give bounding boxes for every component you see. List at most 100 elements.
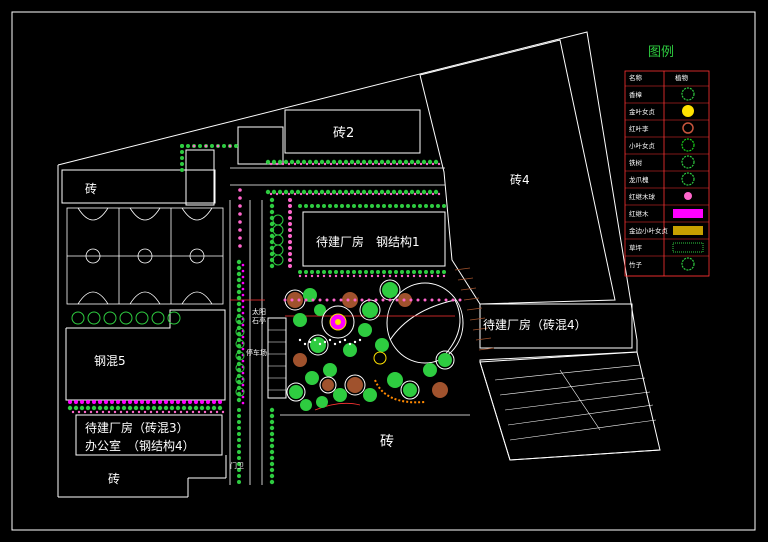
shrub-icon (216, 144, 220, 148)
shrub-icon (206, 400, 210, 404)
label-zhuan2: 砖2 (333, 126, 354, 141)
shrub-icon (332, 298, 336, 302)
ramp-stripes (454, 267, 495, 351)
shrub-icon (343, 343, 357, 357)
shrub-icon (295, 159, 301, 165)
shrub-icon (415, 189, 421, 195)
shrub-icon (401, 162, 405, 166)
shrub-icon (236, 277, 242, 283)
shrub-icon (431, 192, 435, 196)
shrub-icon (236, 397, 242, 403)
shrub-icon (409, 298, 413, 302)
shrub-icon (289, 189, 295, 195)
shrub-icon (389, 162, 393, 166)
shrub-icon (269, 467, 275, 473)
shrub-icon (271, 159, 277, 165)
shrub-icon (237, 426, 241, 430)
shrub-icon (203, 410, 207, 414)
shrub-icon (179, 410, 183, 414)
tree-icon (235, 363, 245, 373)
shrub-icon (364, 274, 368, 278)
shrub-icon (458, 298, 462, 302)
shrub-icon (95, 410, 99, 414)
shrub-icon (305, 192, 309, 196)
shrub-icon (236, 301, 242, 307)
shrub-icon (304, 270, 308, 274)
shrub-icon (328, 338, 332, 342)
shrub-icon (310, 337, 326, 353)
shrub-icon (355, 159, 361, 165)
gold-bar-icon (673, 226, 703, 235)
shrub-icon (283, 159, 289, 165)
shrub-icon (400, 204, 404, 208)
shrub-icon (241, 299, 245, 303)
shrub-icon (407, 192, 411, 196)
shrub-icon (161, 410, 165, 414)
shrub-icon (303, 288, 317, 302)
shrub-icon (342, 292, 358, 308)
shrub-icon (288, 264, 292, 268)
shrub-icon (388, 270, 392, 274)
shrub-icon (334, 274, 338, 278)
shrub-icon (317, 192, 321, 196)
shrub-icon (241, 263, 245, 267)
shrub-icon (192, 144, 196, 148)
drawing-frame (11, 11, 756, 531)
shrub-icon (269, 407, 275, 413)
shrub-icon (298, 270, 302, 274)
shrub-icon (180, 156, 184, 160)
shrub-icon (333, 388, 347, 402)
shrub-icon (301, 159, 307, 165)
tree-icon (235, 387, 245, 397)
shrub-icon (430, 298, 434, 302)
shrub-icon (68, 400, 72, 404)
shrub-icon (300, 399, 312, 411)
tree-icon (235, 315, 245, 325)
shrub-icon (310, 204, 314, 208)
pink-ball-icon (684, 192, 692, 200)
legend-item-label: 草坪 (629, 243, 643, 252)
shrub-icon (103, 405, 109, 411)
shrub-icon (269, 413, 275, 419)
shrub-icon (277, 159, 283, 165)
label-daijian-zhuanhun4: 待建厂房（砖混4） (483, 317, 587, 332)
shrub-icon (304, 274, 308, 278)
shrub-icon (303, 342, 307, 346)
shrub-icon (346, 270, 350, 274)
shrub-icon (212, 400, 216, 404)
shrub-icon (238, 236, 242, 240)
shrub-icon (269, 203, 275, 209)
shrub-icon (97, 405, 103, 411)
shrub-icon (293, 353, 307, 367)
shrub-icon (163, 405, 169, 411)
shrub-icon (167, 410, 171, 414)
shrub-icon (145, 405, 151, 411)
legend-item-label: 红继木球 (629, 192, 656, 201)
legend-item-label: 龙爪槐 (629, 175, 649, 184)
shrub-icon (389, 192, 393, 196)
shrub-icon (269, 437, 275, 443)
legend-item-label: 红继木 (629, 209, 649, 218)
shrub-icon (151, 405, 157, 411)
shrub-icon (180, 168, 184, 172)
garden-trees (67, 144, 462, 485)
tree-icon (400, 380, 420, 400)
hatched-area (479, 351, 661, 461)
shrub-icon (433, 189, 439, 195)
shrub-icon (176, 400, 180, 404)
shrub-icon (198, 144, 202, 148)
shrub-icon (127, 405, 133, 411)
shrub-icon (352, 204, 356, 208)
shrub-icon (382, 274, 386, 278)
shrub-icon (377, 162, 381, 166)
shrub-icon (298, 204, 302, 208)
shrub-icon (169, 405, 175, 411)
shrub-icon (359, 162, 363, 166)
shrub-icon (281, 162, 285, 166)
shrub-icon (269, 251, 275, 257)
shrub-icon (269, 419, 275, 425)
shrub-icon (305, 371, 319, 385)
shrub-icon (277, 189, 283, 195)
shrub-icon (436, 270, 440, 274)
